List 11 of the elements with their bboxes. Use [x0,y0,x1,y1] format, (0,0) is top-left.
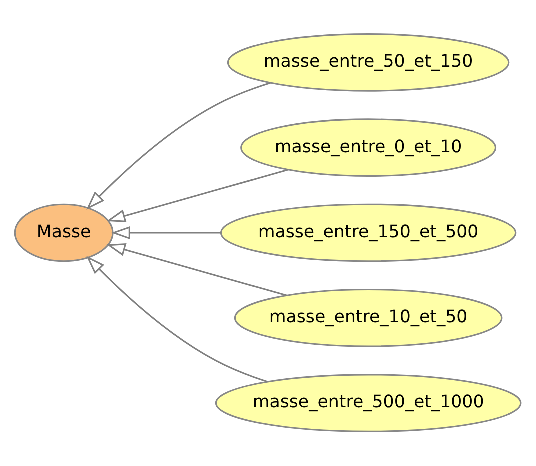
arrow [86,256,268,383]
node-ellipse: masse_entre_500_et_1000 [215,374,522,432]
arrow [112,226,222,240]
node-ellipse: masse_entre_150_et_500 [220,204,517,262]
node-ellipse: masse_entre_50_et_150 [227,34,510,92]
arrow [86,82,271,210]
arrow [106,243,288,296]
arrow [106,169,289,223]
node-ellipse: Masse [14,204,114,262]
node-ellipse: masse_entre_0_et_10 [240,118,497,178]
node-ellipse: masse_entre_10_et_50 [234,288,503,348]
